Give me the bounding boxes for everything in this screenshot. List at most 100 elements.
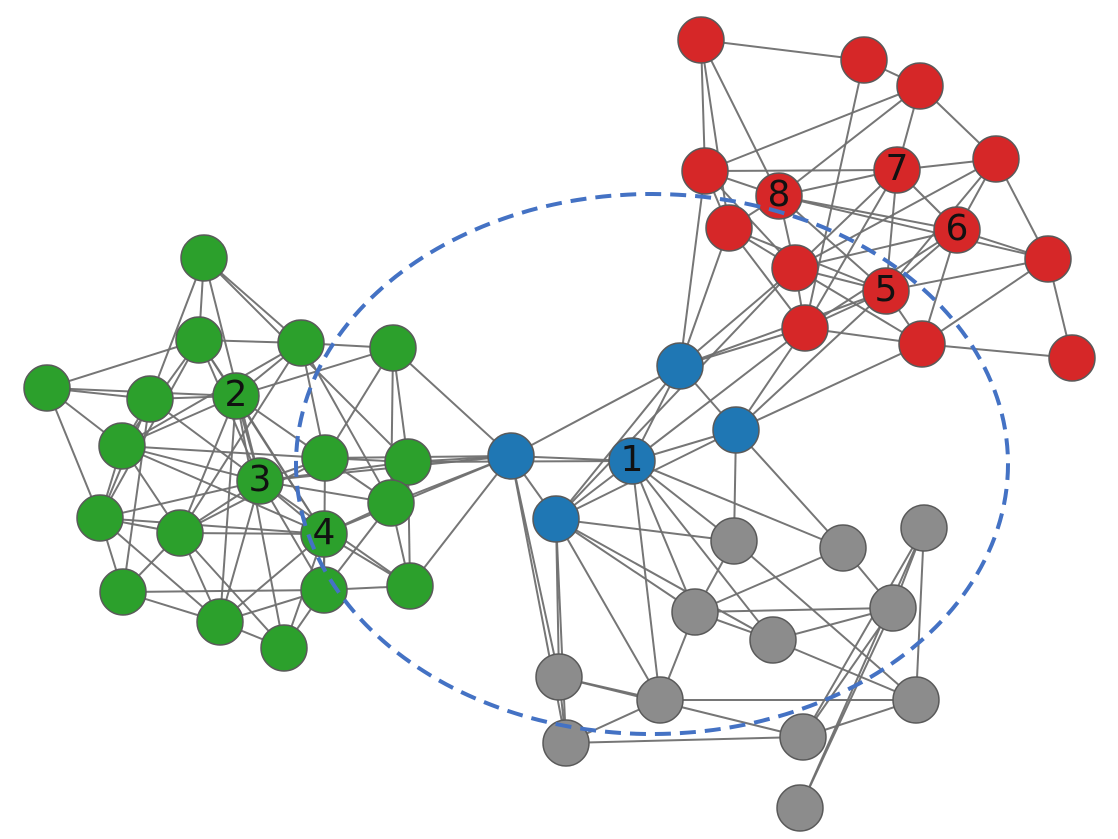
- node-red-r1: [677, 16, 725, 64]
- edge-b3-r10: [555, 267, 796, 520]
- edge-g6-g16: [122, 398, 151, 593]
- edge-g1-g6: [149, 257, 205, 400]
- edge-r11-r12: [885, 258, 1049, 292]
- node-green-g12: [76, 494, 124, 542]
- edge-g15-b1: [323, 455, 512, 535]
- node-red-r11: [862, 267, 910, 315]
- edge-y10-y11: [565, 736, 804, 744]
- edge-r4-r6: [704, 169, 898, 172]
- edge-r5-r12: [778, 195, 1049, 260]
- node-green-g7: [212, 372, 260, 420]
- node-green-g16: [99, 568, 147, 616]
- node-green-g14: [367, 479, 415, 527]
- edge-r5-r9: [778, 195, 958, 231]
- edge-g12-g17: [99, 517, 221, 623]
- edge-y5-y9: [772, 639, 917, 701]
- node-gray-y5: [749, 616, 797, 664]
- node-label-4: 4: [313, 512, 336, 553]
- node-green-g20: [260, 624, 308, 672]
- node-red-r13: [781, 304, 829, 352]
- node-gray-y8: [636, 676, 684, 724]
- edge-g7-g13: [179, 395, 237, 534]
- edge-g19-b1: [409, 455, 512, 587]
- node-red-r14: [898, 320, 946, 368]
- node-blue-b5: [712, 406, 760, 454]
- edge-b2-y8: [631, 460, 661, 701]
- edge-y6-y12: [799, 607, 894, 809]
- edge-b3-y1: [555, 518, 735, 542]
- node-green-g19: [386, 562, 434, 610]
- node-gray-y12: [776, 784, 824, 832]
- node-green-g18: [300, 566, 348, 614]
- edge-g12-g15: [99, 517, 325, 535]
- node-blue-b3: [532, 495, 580, 543]
- edge-r5-r11: [778, 195, 887, 292]
- edge-b4-r8: [679, 227, 730, 367]
- node-green-g17: [196, 598, 244, 646]
- node-label-5: 5: [875, 269, 898, 310]
- node-green-g11: [236, 457, 284, 505]
- node-red-r8: [705, 204, 753, 252]
- node-gray-y10: [542, 719, 590, 767]
- edge-b3-y10: [555, 518, 567, 744]
- edge-y6-y11: [802, 607, 894, 738]
- edge-r3-r5: [778, 85, 921, 197]
- edge-r1-r2: [700, 39, 865, 61]
- edge-r10-r14: [794, 267, 923, 345]
- edge-g2-g5: [46, 339, 200, 389]
- edge-g13-g15: [179, 532, 325, 535]
- edge-r2-r13: [804, 59, 865, 329]
- node-blue-b4: [656, 342, 704, 390]
- node-label-7: 7: [886, 148, 909, 189]
- node-red-r12: [1024, 235, 1072, 283]
- node-red-r3: [896, 62, 944, 110]
- edge-y1-y9: [733, 540, 917, 701]
- edge-b1-b4: [510, 365, 681, 457]
- edge-g3-g13: [179, 342, 302, 534]
- edge-g11-g17: [219, 480, 261, 623]
- edge-r1-r8: [700, 39, 730, 229]
- node-gray-y6: [869, 584, 917, 632]
- node-label-6: 6: [946, 208, 969, 249]
- node-red-r7: [972, 135, 1020, 183]
- edge-r6-r13: [804, 169, 898, 329]
- edge-b3-y5: [555, 518, 774, 641]
- nodes-layer: [23, 16, 1096, 832]
- node-red-r6: [873, 146, 921, 194]
- edge-b5-y2: [735, 429, 844, 549]
- edge-g4-b1: [392, 347, 512, 457]
- edge-b2-y2: [631, 460, 844, 549]
- edge-b2-r13: [631, 327, 806, 462]
- edge-y3-y9: [915, 527, 925, 701]
- node-gray-y1: [710, 517, 758, 565]
- edge-b5-r11: [735, 290, 887, 431]
- edge-r12-r14: [921, 258, 1049, 345]
- edge-y3-y11: [802, 527, 925, 738]
- node-red-r9: [933, 206, 981, 254]
- node-green-g3: [277, 319, 325, 367]
- node-label-2: 2: [225, 374, 248, 415]
- edge-b3-y8: [555, 518, 661, 701]
- edge-r7-r10: [794, 158, 997, 269]
- highlight-ellipse: [294, 192, 1010, 736]
- node-green-g13: [156, 509, 204, 557]
- node-green-g4: [369, 324, 417, 372]
- edge-g11-g12: [99, 480, 261, 519]
- node-green-g2: [175, 316, 223, 364]
- node-red-r15: [1048, 334, 1096, 382]
- edge-b4-r10: [679, 267, 796, 367]
- node-green-g5: [23, 364, 71, 412]
- edge-y4-y6: [694, 607, 894, 613]
- edge-r3-r4: [704, 85, 921, 172]
- node-green-g6: [126, 375, 174, 423]
- node-red-r10: [771, 244, 819, 292]
- node-blue-b2: [608, 437, 656, 485]
- node-red-r5: [755, 172, 803, 220]
- edge-g16-g18: [122, 589, 325, 593]
- node-green-g1: [180, 234, 228, 282]
- edge-b3-y4: [555, 518, 696, 613]
- edge-b2-y4: [631, 460, 696, 613]
- node-green-g8: [98, 422, 146, 470]
- node-label-3: 3: [249, 459, 272, 500]
